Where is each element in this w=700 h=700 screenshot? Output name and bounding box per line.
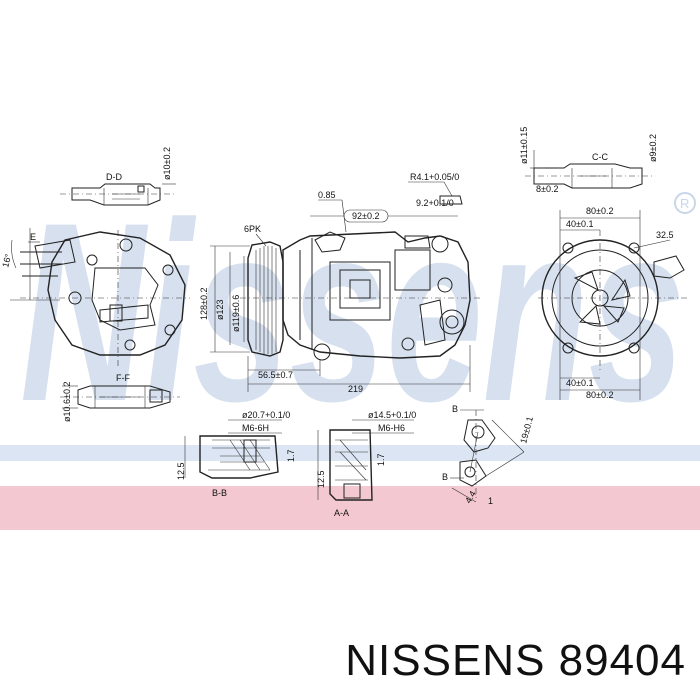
- view-f-f: F-F ø10.6±0.2: [60, 373, 180, 422]
- front-left-angle: 16°: [0, 252, 13, 268]
- f-f-dimension: ø10.6±0.2: [62, 382, 72, 422]
- side-dim-119: ø119±0.6: [231, 295, 241, 332]
- view-front-right: 80±0.2 40±0.1 32.5 40±0.1 80±0.2: [538, 206, 690, 400]
- side-dim-92: 92±0.2: [352, 211, 379, 221]
- a-a-thread: M6-H6: [378, 423, 405, 433]
- detail-dim-1: 1: [488, 496, 493, 506]
- a-a-label: A-A: [334, 508, 349, 518]
- b-b-height: 12.5: [176, 462, 186, 480]
- part-number-caption: NISSENS 89404: [345, 636, 686, 685]
- side-dim-0-85: 0.85: [318, 190, 336, 200]
- right-dim-80-bottom: 80±0.2: [586, 390, 613, 400]
- right-dim-40-bottom: 40±0.1: [566, 378, 593, 388]
- view-b-b: 12.5 1.7 ø20.7+0.1/0 M6-6H B-B: [176, 410, 296, 498]
- a-a-height: 12.5: [316, 470, 326, 488]
- c-c-top-dimension: ø11±0.15: [519, 127, 529, 164]
- view-c-c: C-C ø11±0.15 ø9±0.2 8±0.2: [519, 127, 658, 194]
- registered-mark-icon: [674, 192, 696, 214]
- c-c-small-dimension: 8±0.2: [536, 184, 558, 194]
- f-f-label: F-F: [116, 373, 130, 383]
- c-c-label: C-C: [592, 152, 608, 162]
- right-dim-40-top: 40±0.1: [566, 219, 593, 229]
- detail-b-top: B: [452, 404, 458, 414]
- side-dim-219: 219: [348, 384, 363, 394]
- pink-band: [0, 486, 700, 530]
- side-dim-r4-1: R4.1+0.05/0: [410, 172, 459, 182]
- blue-band: [0, 445, 700, 461]
- right-dim-80-top: 80±0.2: [586, 206, 613, 216]
- side-dim-56-5: 56.5±0.7: [258, 370, 293, 380]
- view-d-d: D-D ø10±0.2: [60, 147, 176, 206]
- c-c-right-dimension: ø9±0.2: [648, 134, 658, 162]
- b-b-diameter: ø20.7+0.1/0: [242, 410, 290, 420]
- side-pulley-label: 6PK: [244, 224, 261, 234]
- view-a-a: 12.5 1.7 ø14.5+0.1/0 M6-H6 A-A: [316, 410, 416, 518]
- side-dim-123: ø123: [215, 299, 225, 320]
- view-detail: 19±0.1 B B 4.4 1: [442, 404, 535, 506]
- a-a-vertical: 1.7: [376, 453, 386, 466]
- d-d-label: D-D: [106, 172, 122, 182]
- side-dim-9-2: 9.2+0.1/0: [416, 198, 454, 208]
- b-b-vertical: 1.7: [286, 449, 296, 462]
- a-a-diameter: ø14.5+0.1/0: [368, 410, 416, 420]
- b-b-label: B-B: [212, 488, 227, 498]
- d-d-dimension: ø10±0.2: [162, 147, 172, 180]
- b-b-thread: M6-6H: [242, 423, 269, 433]
- side-dim-128: 128±0.2: [199, 288, 209, 320]
- view-side: 128±0.2 ø123 ø119±0.6 6PK 56.5±0.7 219 0…: [199, 172, 480, 394]
- right-dim-32-5: 32.5: [656, 230, 674, 240]
- detail-b-bottom: B: [442, 472, 448, 482]
- svg-text:E: E: [30, 232, 36, 242]
- view-front-left: 16° E: [0, 228, 190, 368]
- svg-text:R: R: [680, 196, 689, 211]
